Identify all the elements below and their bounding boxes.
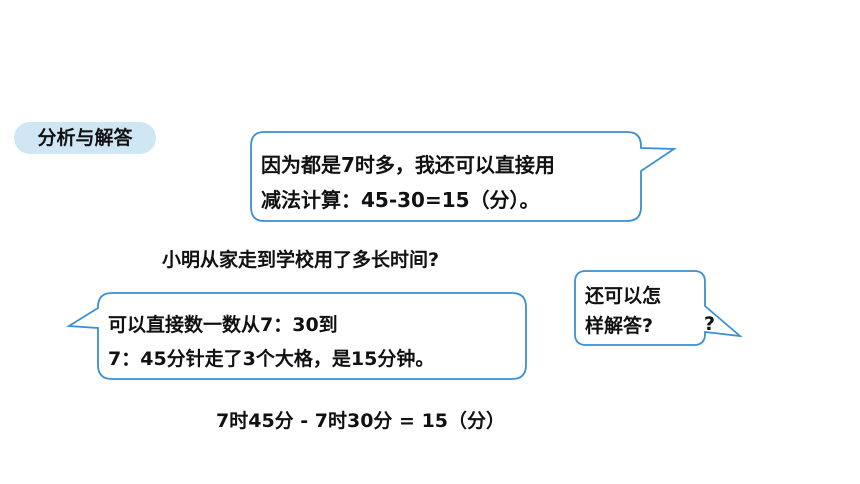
speech-bubble-left: 可以直接数一数从7：30到 7：45分针走了3个大格，是15分钟。 xyxy=(66,292,528,382)
bubble-right-line-2: 样解答? xyxy=(585,315,654,337)
bubble-left-line-1: 可以直接数一数从7：30到 xyxy=(108,314,338,336)
equation-text: 7时45分 - 7时30分 = 15（分） xyxy=(216,410,506,432)
bubble-top-line-1: 因为都是7时多，我还可以直接用 xyxy=(261,153,555,177)
speech-bubble-right-shape xyxy=(574,270,743,346)
section-tag: 分析与解答 xyxy=(14,122,156,154)
bubble-right-overflow-mark: ? xyxy=(704,313,716,335)
bubble-top-line-2: 减法计算：45-30=15（分）。 xyxy=(261,188,540,212)
speech-bubble-top: 因为都是7时多，我还可以直接用 减法计算：45-30=15（分）。 xyxy=(250,131,680,223)
speech-bubble-left-shape xyxy=(66,292,527,380)
speech-bubble-top-shape xyxy=(250,131,677,222)
bubble-right-line-1: 还可以怎 xyxy=(585,285,662,307)
question-text: 小明从家走到学校用了多长时间? xyxy=(162,249,440,271)
speech-bubble-right: 还可以怎 样解答? ? xyxy=(574,270,743,348)
bubble-left-line-2: 7：45分针走了3个大格，是15分钟。 xyxy=(108,348,435,370)
